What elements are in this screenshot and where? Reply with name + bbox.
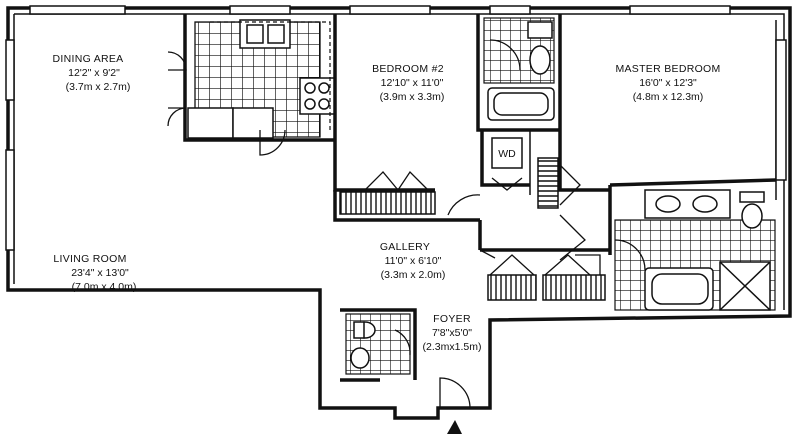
label-dining-area: DINING AREA 12'2" x 9'2" (3.7m x 2.7m) <box>53 53 131 93</box>
north-arrow-icon <box>447 420 462 434</box>
master-closet <box>537 157 586 261</box>
entry-door <box>439 377 471 409</box>
gallery-name: GALLERY <box>380 241 430 253</box>
dining-area-dim-imperial: 12'2" x 9'2" <box>68 67 120 79</box>
label-living-room: LIVING ROOM 23'4" x 13'0" (7.0m x 4.0m) <box>53 253 136 293</box>
bedroom-2-dim-imperial: 12'10" x 11'0" <box>381 77 444 89</box>
label-foyer: FOYER 7'8"x5'0" (2.3mx1.5m) <box>423 313 482 353</box>
windows <box>5 5 787 251</box>
foyer-dim-metric: (2.3mx1.5m) <box>423 341 482 353</box>
master-bedroom-name: MASTER BEDROOM <box>615 63 720 75</box>
living-room-dim-metric: (7.0m x 4.0m) <box>72 281 137 293</box>
bedroom2-closet <box>339 170 436 215</box>
kitchen <box>167 19 335 156</box>
living-room-name: LIVING ROOM <box>53 253 126 265</box>
gallery-dim-metric: (3.3m x 2.0m) <box>381 269 446 281</box>
master-bath <box>614 189 776 311</box>
washer-dryer-closet: WD <box>491 137 523 191</box>
living-room-dim-imperial: 23'4" x 13'0" <box>71 267 129 279</box>
dining-area-name: DINING AREA <box>53 53 124 65</box>
gallery-doors <box>447 194 496 259</box>
label-master-bedroom: MASTER BEDROOM 16'0" x 12'3" (4.8m x 12.… <box>615 63 720 103</box>
bath-2 <box>483 17 555 121</box>
bedroom-2-dim-metric: (3.9m x 3.3m) <box>380 91 445 103</box>
foyer-bath <box>345 313 411 375</box>
label-gallery: GALLERY 11'0" x 6'10" (3.3m x 2.0m) <box>380 241 446 281</box>
master-bedroom-dim-metric: (4.8m x 12.3m) <box>633 91 704 103</box>
label-bedroom-2: BEDROOM #2 12'10" x 11'0" (3.9m x 3.3m) <box>372 63 444 103</box>
washer-dryer-label: WD <box>498 148 516 160</box>
bedroom-2-name: BEDROOM #2 <box>372 63 444 75</box>
gallery-dim-imperial: 11'0" x 6'10" <box>385 255 442 267</box>
foyer-name: FOYER <box>433 313 471 325</box>
gallery-closets <box>487 254 606 301</box>
dining-area-dim-metric: (3.7m x 2.7m) <box>66 81 131 93</box>
master-bedroom-dim-imperial: 16'0" x 12'3" <box>639 77 697 89</box>
foyer-dim-imperial: 7'8"x5'0" <box>432 327 472 339</box>
